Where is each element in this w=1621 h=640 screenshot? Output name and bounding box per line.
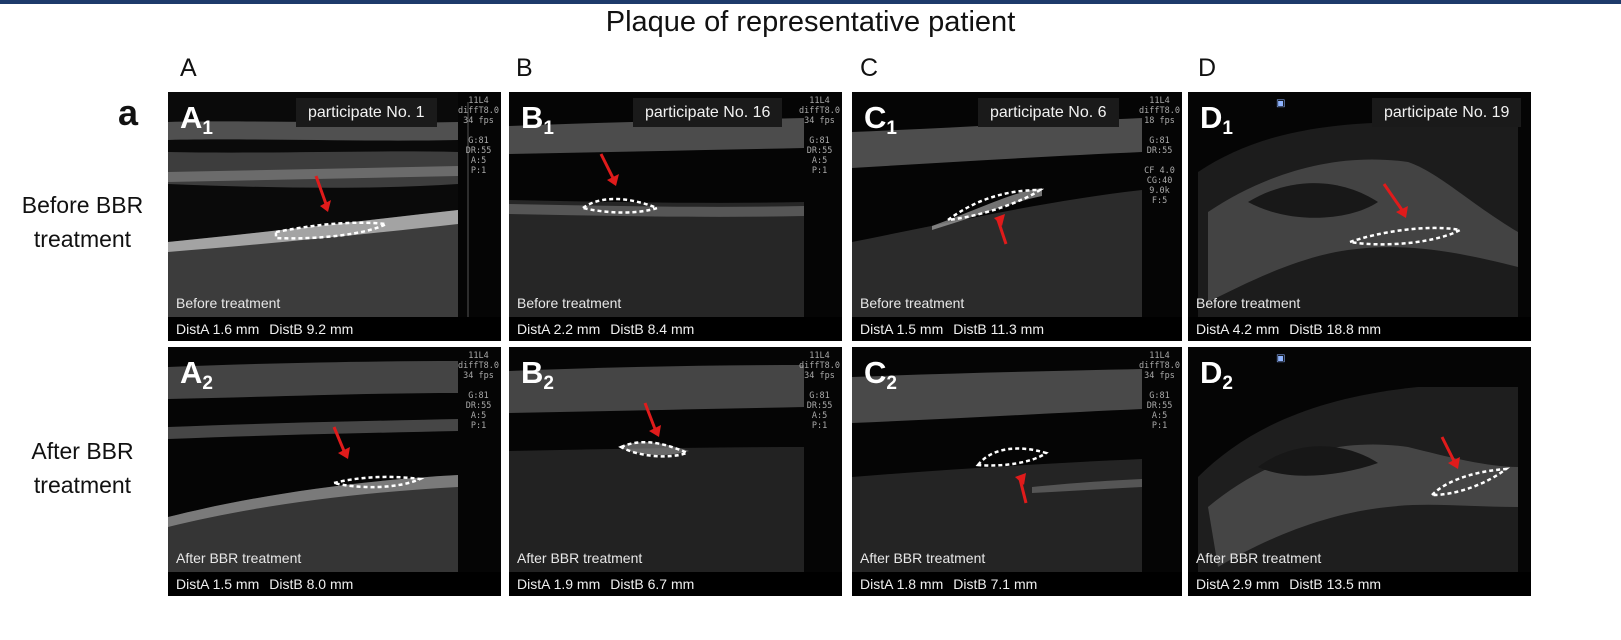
measurement-bar: DistA 2.9 mm DistB 13.5 mm <box>1188 572 1531 596</box>
ultrasound-image <box>852 369 1142 572</box>
ultrasound-image <box>1198 387 1518 572</box>
column-header-b: B <box>516 54 533 82</box>
measurement-bar: DistA 1.9 mm DistB 6.7 mm <box>509 572 842 596</box>
dist-b: DistB 8.4 mm <box>610 321 695 337</box>
ultrasound-image <box>509 118 804 317</box>
ultrasound-image <box>852 118 1142 317</box>
treatment-state: After BBR treatment <box>1196 550 1322 566</box>
treatment-state: After BBR treatment <box>860 550 986 566</box>
measurement-bar: DistA 1.5 mm DistB 8.0 mm <box>168 572 501 596</box>
dist-b: DistB 7.1 mm <box>953 576 1038 592</box>
ultrasound-panel-d1: D1 ▣ participate No. 19 Before treatment… <box>1188 92 1531 341</box>
probe-marker-icon: ▣ <box>1276 353 1286 364</box>
dist-a: DistA 2.2 mm <box>517 321 601 337</box>
row-label-after-line1: After BBR <box>31 438 134 464</box>
row-label-before: Before BBR treatment <box>0 188 165 256</box>
participant-label: participate No. 6 <box>978 98 1119 127</box>
dist-a: DistA 1.9 mm <box>517 576 601 592</box>
measurement-bar: DistA 2.2 mm DistB 8.4 mm <box>509 317 842 341</box>
panel-label: C2 <box>864 355 897 394</box>
column-header-d: D <box>1198 54 1217 82</box>
row-label-before-line1: Before BBR <box>21 192 144 218</box>
ultrasound-image <box>1198 122 1518 317</box>
dist-b: DistB 11.3 mm <box>953 321 1045 337</box>
dist-a: DistA 1.5 mm <box>176 576 260 592</box>
top-accent-bar <box>0 0 1621 4</box>
row-label-after-line2: treatment <box>33 472 132 498</box>
treatment-state: Before treatment <box>517 295 622 311</box>
measurement-bar: DistA 4.2 mm DistB 18.8 mm <box>1188 317 1531 341</box>
panel-label: D2 <box>1200 355 1233 394</box>
panel-label: A2 <box>180 355 213 394</box>
dist-b: DistB 6.7 mm <box>610 576 695 592</box>
dist-b: DistB 13.5 mm <box>1289 576 1382 592</box>
treatment-state: Before treatment <box>860 295 965 311</box>
panel-label: A1 <box>180 100 213 139</box>
ultrasound-image <box>509 365 804 572</box>
dist-b: DistB 9.2 mm <box>269 321 354 337</box>
measurement-bar: DistA 1.5 mm DistB 11.3 mm <box>852 317 1182 341</box>
treatment-state: Before treatment <box>176 295 281 311</box>
treatment-state: Before treatment <box>1196 295 1301 311</box>
figure-panel-label: a <box>118 92 139 133</box>
measurement-bar: DistA 1.8 mm DistB 7.1 mm <box>852 572 1182 596</box>
figure-title: Plaque of representative patient <box>605 6 1016 38</box>
participant-label: participate No. 19 <box>1372 98 1522 127</box>
panel-label: C1 <box>864 100 897 139</box>
probe-marker-icon: ▣ <box>1276 98 1286 109</box>
dist-a: DistA 1.5 mm <box>860 321 944 337</box>
dist-b: DistB 18.8 mm <box>1289 321 1382 337</box>
ultrasound-image <box>168 92 469 317</box>
dist-a: DistA 1.6 mm <box>176 321 260 337</box>
treatment-state: After BBR treatment <box>176 550 302 566</box>
participant-label: participate No. 1 <box>296 98 437 127</box>
treatment-state: After BBR treatment <box>517 550 643 566</box>
measurement-bar: DistA 1.6 mm DistB 9.2 mm <box>168 317 501 341</box>
column-header-a: A <box>180 54 197 82</box>
column-header-c: C <box>860 54 879 82</box>
dist-a: DistA 4.2 mm <box>1196 321 1280 337</box>
ultrasound-image <box>168 361 458 572</box>
row-label-after: After BBR treatment <box>0 434 165 502</box>
panel-label: B1 <box>521 100 554 139</box>
dist-b: DistB 8.0 mm <box>269 576 354 592</box>
dist-a: DistA 1.8 mm <box>860 576 944 592</box>
panel-label: D1 <box>1200 100 1233 139</box>
panel-label: B2 <box>521 355 554 394</box>
participant-label: participate No. 16 <box>633 98 783 127</box>
dist-a: DistA 2.9 mm <box>1196 576 1280 592</box>
row-label-before-line2: treatment <box>33 226 132 252</box>
